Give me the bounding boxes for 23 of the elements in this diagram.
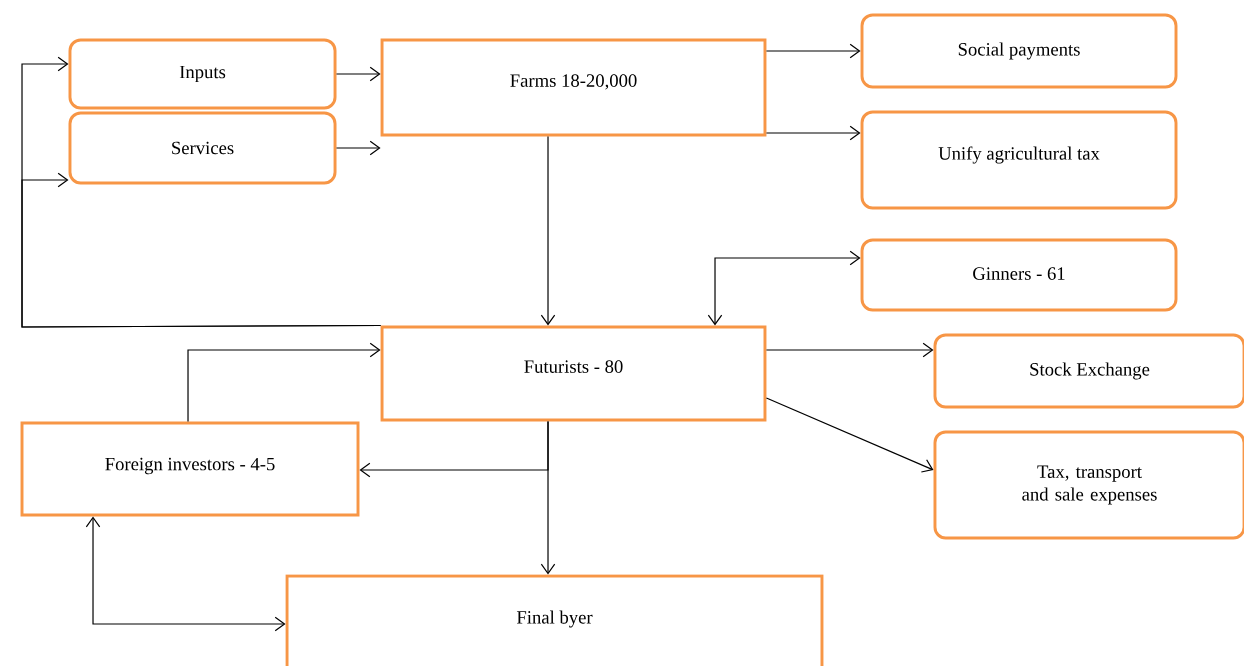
rounded-box: Stock Exchange <box>933 333 1244 409</box>
arrow <box>707 250 861 326</box>
arrow <box>335 66 381 82</box>
process-box: Farms 18-20,000 <box>380 38 767 137</box>
arrow <box>187 342 381 423</box>
arrow <box>765 397 934 473</box>
rounded-box: Tax, transport and sale expenses <box>933 430 1244 540</box>
arrow <box>85 516 286 632</box>
rounded-box: Services <box>68 111 337 185</box>
rounded-box: Social payments <box>860 13 1178 89</box>
arrow <box>765 43 861 59</box>
process-box: Final byer <box>285 574 824 666</box>
rounded-box: Ginners - 61 <box>860 238 1178 312</box>
arrow <box>359 420 549 478</box>
process-box: Futurists - 80 <box>380 325 767 422</box>
arrow <box>21 172 382 328</box>
rounded-box: Unify agricultural tax <box>860 110 1178 210</box>
arrow <box>335 140 381 156</box>
arrow <box>765 342 934 358</box>
arrow <box>765 125 861 141</box>
rounded-box: Inputs <box>68 38 337 110</box>
process-box: Foreign investors - 4-5 <box>20 421 360 517</box>
arrow <box>540 135 556 326</box>
